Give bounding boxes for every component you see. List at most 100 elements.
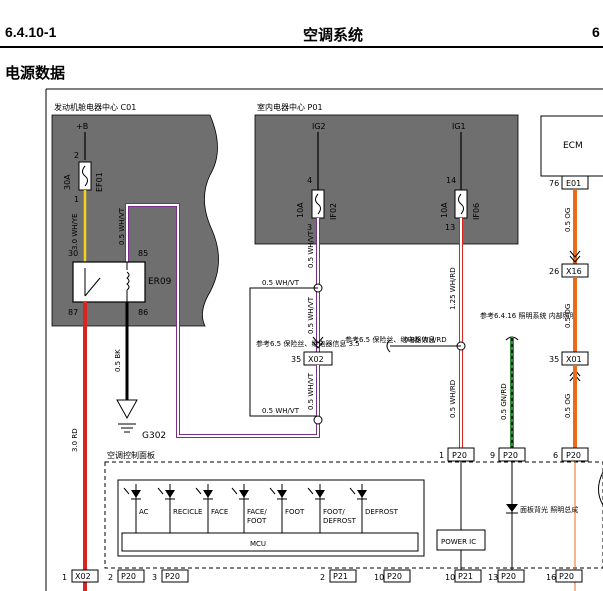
wire-rd-3: 3.0 RD (71, 428, 79, 452)
svg-text:2: 2 (108, 573, 113, 582)
led-2: FACE (195, 484, 228, 533)
wire-wh-rd-c: 0.5 WH/RD (449, 380, 457, 418)
interior-box-label: 室内电器中心 P01 (257, 102, 323, 112)
svg-text:P20: P20 (452, 451, 467, 460)
connector-e01: 76 E01 (549, 175, 589, 190)
led-label: FACE/ (247, 508, 267, 516)
wire-wh-vt-b: 0.5 WH/VT (262, 279, 300, 287)
ref-fuse-2: 参考6.5 保险丝、继电器信息 (345, 335, 435, 344)
svg-text:P20: P20 (165, 572, 180, 581)
svg-text:2: 2 (320, 573, 325, 582)
led-4: FOOT (269, 484, 305, 533)
led-1: RECICLE (157, 484, 202, 533)
svg-text:X16: X16 (566, 267, 582, 276)
svg-text:P21: P21 (333, 572, 348, 581)
if06-pin-top: 14 (446, 176, 456, 185)
interior-fuse-box: 室内电器中心 P01 (254, 102, 519, 245)
svg-text:9: 9 (490, 451, 495, 460)
relay-pin-86: 86 (138, 308, 148, 317)
ef01-pin-top: 2 (74, 151, 79, 160)
header-rule (0, 46, 603, 48)
ac-control-panel: 空调控制面板 (104, 450, 603, 569)
relay-pin-30: 30 (68, 249, 78, 258)
svg-text:P20: P20 (387, 572, 402, 581)
svg-text:P20: P20 (503, 451, 518, 460)
wire-wh-rd-a: 1.25 WH/RD (449, 267, 457, 310)
wire-og-b: 0.5 OG (564, 304, 572, 328)
wire-wh-ye: 3.0 WH/YE (71, 213, 79, 250)
svg-text:P20: P20 (121, 572, 136, 581)
led-3: FACE/FOOT (231, 484, 267, 533)
ref-lighting: 参考6.4.16 照明系统 内部照明 (480, 311, 577, 320)
svg-text:X02: X02 (308, 355, 324, 364)
connector-p20-a: 1 P20 (439, 447, 475, 462)
svg-text:1: 1 (62, 573, 67, 582)
svg-text:P21: P21 (458, 572, 473, 581)
wire-wh-vt-d: 0.5 WH/VT (307, 372, 315, 410)
svg-text:76: 76 (549, 179, 559, 188)
if02-fuse (311, 189, 325, 219)
svg-text:E01: E01 (566, 179, 581, 188)
bottom-connector: 2 P21 (320, 569, 357, 583)
svg-text:3: 3 (152, 573, 157, 582)
ac-panel-label: 空调控制面板 (107, 450, 155, 460)
svg-text:26: 26 (549, 267, 559, 276)
svg-text:P20: P20 (501, 572, 516, 581)
svg-text:1: 1 (439, 451, 444, 460)
wire-wh-vt-a: 0.5 WH/VT (307, 230, 315, 268)
svg-text:P20: P20 (559, 572, 574, 581)
doc-code: 6.4.10-1 (5, 24, 57, 40)
page-number: 6 (592, 24, 600, 40)
if06-rating: 10A (440, 202, 449, 218)
if02-rating: 10A (296, 202, 305, 218)
svg-text:13: 13 (488, 573, 498, 582)
relay-pin-85: 85 (138, 249, 148, 258)
connector-p20-c: 6 P20 (553, 447, 589, 462)
section-title: 电源数据 (5, 64, 66, 82)
mcu-label: MCU (250, 540, 266, 548)
wire-wh-vt-e: 0.5 WH/VT (262, 407, 300, 415)
ref-fuse-1: 参考6.5 保险丝、继电器信息 3.5 (256, 339, 360, 348)
wire-og-a: 0.5 OG (564, 208, 572, 232)
relay-name: ER09 (148, 277, 172, 287)
led-0: AC (123, 484, 149, 533)
led-5: FOOT/DEFROST (307, 484, 357, 533)
ef01-fuse (78, 161, 92, 191)
ef01-pin-bottom: 1 (74, 195, 79, 204)
if02-pin-bottom: 3 (307, 223, 312, 232)
led-label: DEFROST (365, 508, 399, 516)
wire-wh-vt-c: 0.5 WH/VT (307, 296, 315, 334)
ig1-label: IG1 (452, 122, 466, 131)
connector-x02-mid: 35 X02 (291, 351, 333, 366)
power-ic-label: POWER IC (441, 538, 476, 546)
engine-box-label: 发动机舱电器中心 C01 (54, 102, 136, 112)
backlight-label: 面板背光 照明总成 (520, 505, 578, 514)
wire-gn-rd: 0.5 GN/RD (500, 383, 508, 420)
ground-label: G302 (142, 431, 166, 441)
led-label: FOOT (285, 508, 305, 516)
svg-text:10: 10 (445, 573, 455, 582)
led-label: RECICLE (173, 508, 202, 516)
svg-text:6: 6 (553, 451, 558, 460)
svg-text:X01: X01 (566, 355, 582, 364)
led-label: FACE (211, 508, 228, 516)
connector-p20-b: 9 P20 (490, 447, 526, 462)
connector-x16: 26 X16 (549, 263, 589, 278)
wire-wh-vt-relay: 0.5 WH/VT (118, 207, 126, 245)
b-plus-label: +B (76, 122, 88, 131)
if06-name: IF06 (472, 203, 481, 220)
led-6: DEFROST (349, 484, 399, 533)
relay-er09: 30 85 87 86 ER09 (68, 249, 172, 317)
ecm-label: ECM (563, 141, 583, 151)
wire-bk: 0.5 BK (114, 349, 122, 372)
bottom-connector: 2 P20 (108, 569, 145, 583)
if02-pin-top: 4 (307, 176, 312, 185)
connector-x01: 35 X01 (549, 351, 589, 366)
